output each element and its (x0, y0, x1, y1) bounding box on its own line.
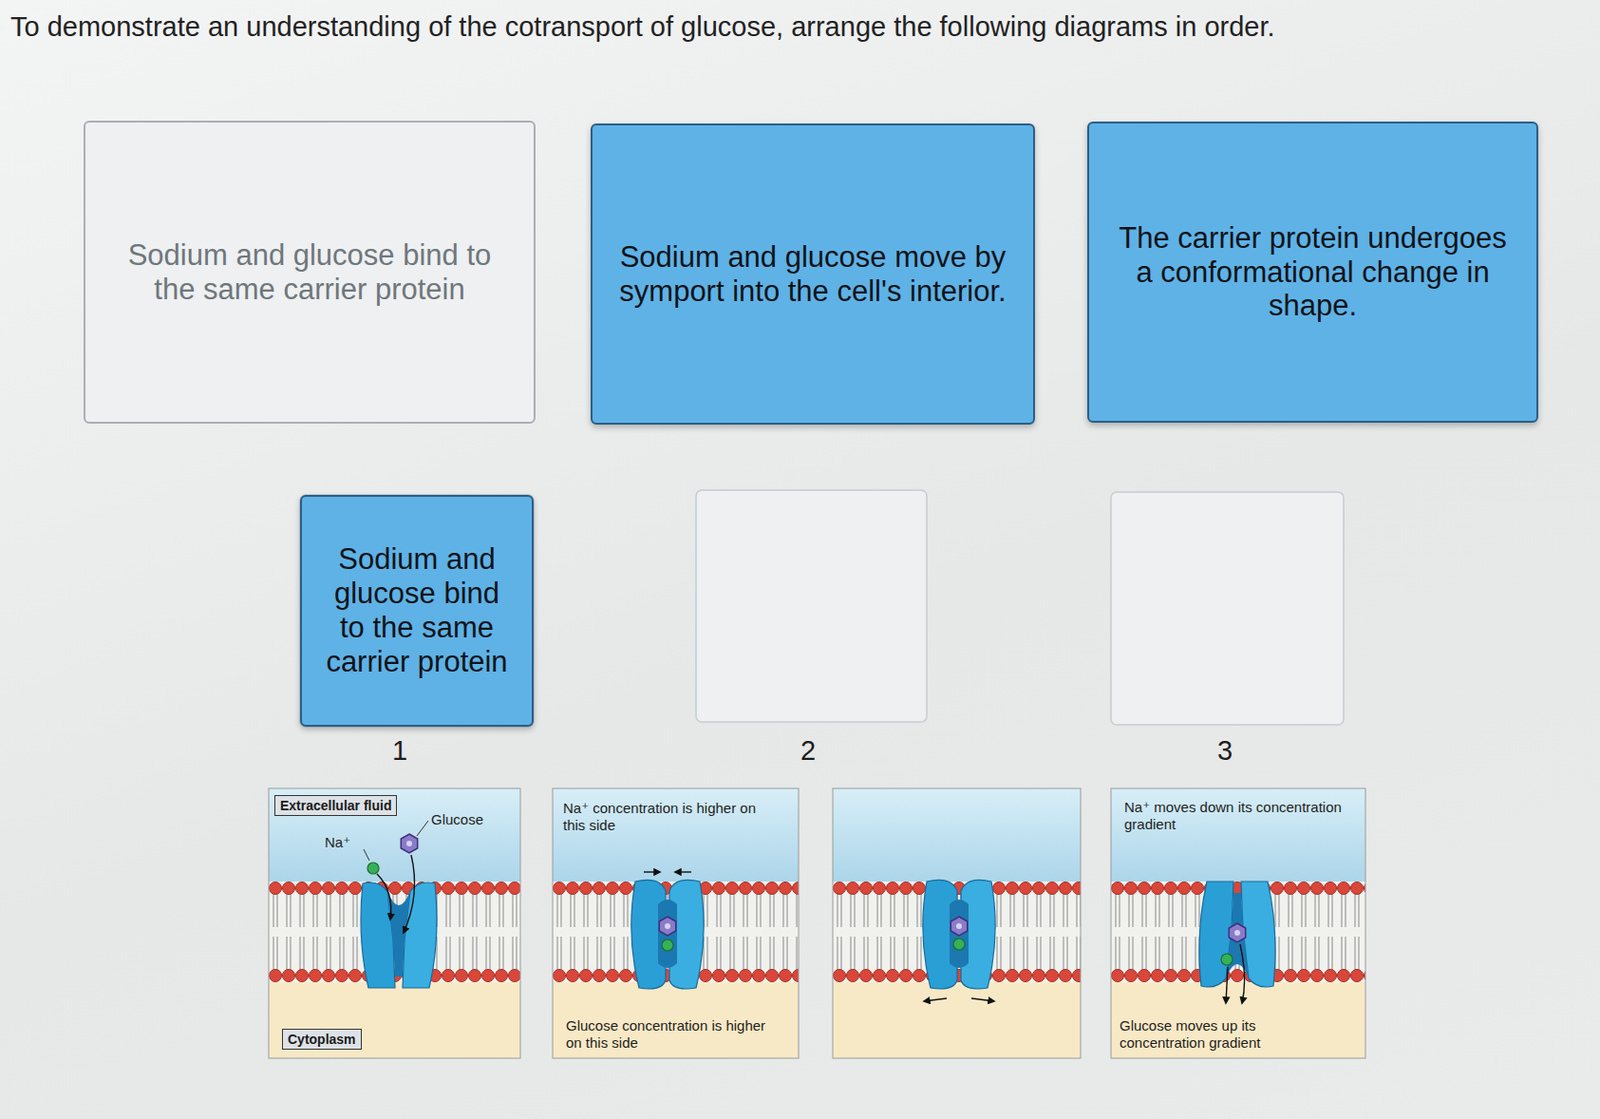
drop-zone (1110, 491, 1344, 725)
slot-number: 1 (380, 734, 419, 767)
panel-release (1110, 788, 1366, 1058)
card-text: Extracellular fluid (280, 797, 392, 813)
panel-gradients (552, 788, 799, 1058)
answer-card: Sodium and glucose move by symport into … (590, 123, 1036, 425)
answer-card-used: Sodium and glucose bind to the same carr… (83, 120, 536, 424)
region-tag: Extracellular fluid (274, 794, 397, 816)
gradient-note: Na⁺ moves down its concentration gradien… (1124, 798, 1343, 833)
card-text: Sodium and glucose bind to the same carr… (322, 542, 511, 679)
gradient-note: Glucose concentration is higher on this … (565, 1016, 775, 1052)
card-text: Sodium and glucose move by symport into … (613, 240, 1013, 309)
drop-zone (696, 489, 927, 722)
panel-conformational-change (832, 788, 1081, 1058)
molecule-label: Glucose (431, 810, 484, 829)
slot-number: 2 (789, 734, 828, 767)
panel-binding (268, 788, 521, 1058)
gradient-note: Na⁺ concentration is higher on this side (563, 799, 782, 834)
placed-card: Sodium and glucose bind to the same carr… (300, 494, 534, 727)
slot-number: 3 (1205, 734, 1244, 767)
question-title: To demonstrate an understanding of the c… (10, 11, 1276, 43)
drop-zone (300, 494, 534, 727)
ion-label: Na⁺ (324, 833, 351, 851)
gradient-note: Glucose moves up its concentration gradi… (1119, 1016, 1338, 1052)
card-text: Cytoplasm (287, 1031, 357, 1047)
region-tag: Cytoplasm (282, 1028, 362, 1050)
card-text: The carrier protein undergoes a conforma… (1110, 221, 1516, 324)
answer-card: The carrier protein undergoes a conforma… (1087, 121, 1539, 423)
card-text: Sodium and glucose bind to the same carr… (106, 238, 513, 307)
